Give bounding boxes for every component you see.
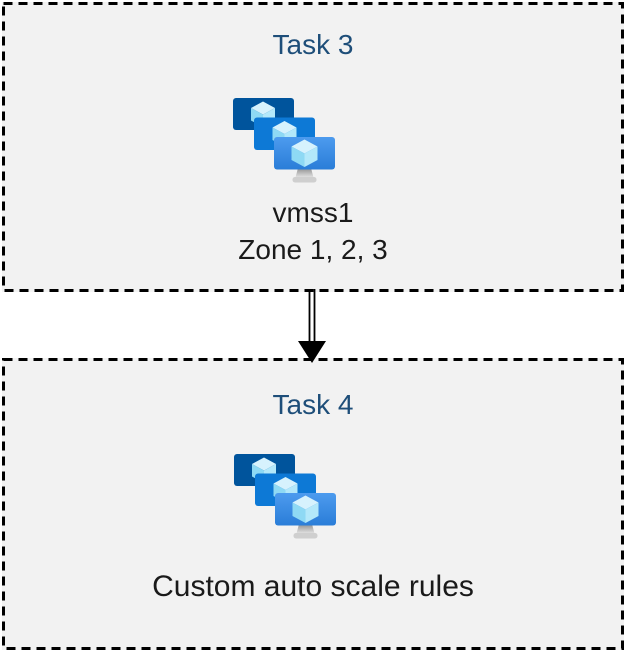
cube-front — [291, 139, 318, 167]
vm-scale-sets-icon — [233, 98, 335, 183]
task4-box: Task 4 — [2, 358, 624, 650]
task4-title: Task 4 — [272, 389, 354, 420]
cube-front — [292, 495, 319, 523]
monitor-stand — [292, 168, 317, 183]
vm-scale-sets-icon — [234, 454, 336, 539]
task4-label: Custom auto scale rules — [2, 569, 624, 605]
vmss-name-label: vmss1 — [272, 197, 354, 228]
monitor-stand — [293, 524, 318, 539]
down-arrow-icon — [298, 289, 326, 363]
task3-box: Task 3 — [2, 2, 624, 292]
autoscale-rules-label: Custom auto scale rules — [152, 570, 474, 603]
task3-label: vmss1 Zone 1, 2, 3 — [2, 194, 624, 268]
task3-title: Task 3 — [272, 29, 354, 60]
zones-label: Zone 1, 2, 3 — [238, 234, 388, 265]
